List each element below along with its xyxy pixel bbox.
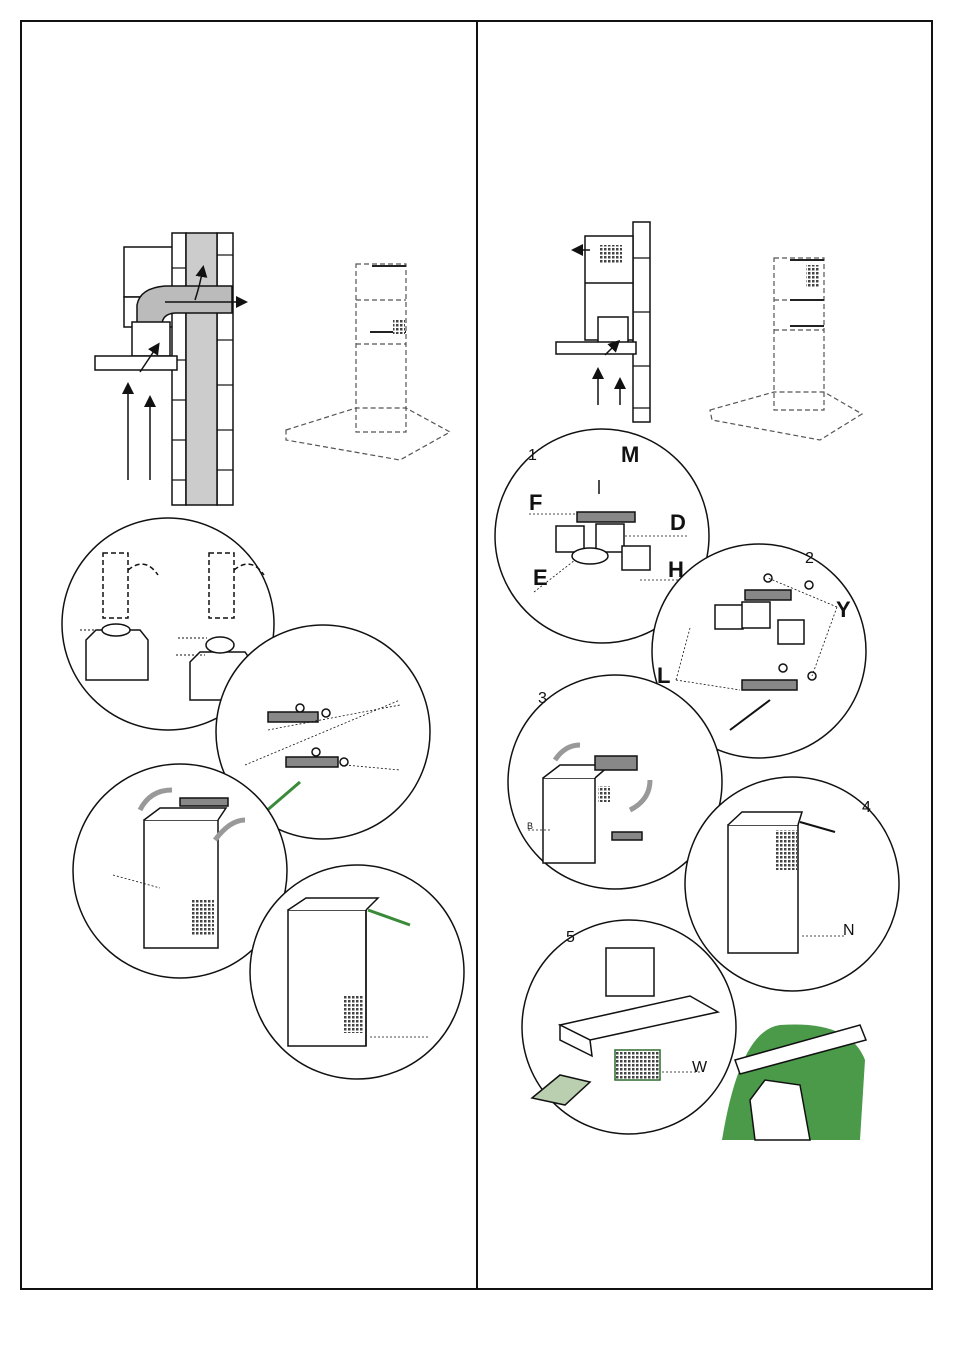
part-label-D: D [670, 510, 686, 535]
step-number-4: 4 [862, 799, 871, 816]
part-label-Y: Y [836, 597, 851, 622]
detail-circle-5 [522, 920, 736, 1134]
ducted-extraction-diagram [95, 233, 245, 505]
step-number-5: 5 [566, 929, 575, 946]
part-label-F: F [529, 490, 542, 515]
grille [393, 320, 405, 334]
step-number-2: 2 [805, 550, 814, 567]
detail-circle-chimney-screw [250, 865, 464, 1079]
hood-outline-right [710, 258, 862, 440]
part-label-B: B [527, 821, 533, 831]
part-label-L: L [657, 663, 670, 688]
part-label-W: W [692, 1059, 708, 1076]
part-label-M: M [621, 442, 639, 467]
part-label-H: H [668, 557, 684, 582]
recirculation-diagram [556, 222, 650, 422]
step-number-3: 3 [538, 690, 547, 707]
part-label-N: N [843, 922, 855, 939]
filter-removal-inset [722, 1024, 866, 1140]
part-label-E: E [533, 565, 548, 590]
grille [806, 265, 820, 287]
step-number-1: 1 [528, 447, 537, 464]
hood-outline-left [286, 264, 450, 460]
